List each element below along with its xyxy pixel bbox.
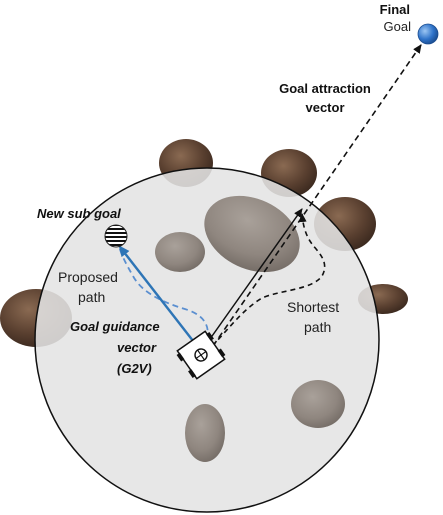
proposed-path-label-line2: path [78,289,105,305]
proposed-path [118,245,209,341]
rock-obstacle [185,404,225,462]
g2v-label-line2: vector [117,340,157,355]
goal-attraction-label-line1: Goal attraction [279,81,371,96]
rock-obstacle [204,195,300,273]
robot-icon [176,330,226,380]
rock-obstacle [155,232,205,272]
shortest-path-label-line1: Shortest [287,299,339,315]
g2v-label-line3: (G2V) [117,361,152,376]
shortest-path-label-line2: path [304,319,331,335]
shortest-path [211,213,326,347]
goal-attraction-vector [212,44,422,347]
direct-line [204,208,303,347]
sub-goal-marker [104,224,128,248]
new-sub-goal-label: New sub goal [37,206,121,221]
goal-guidance-vector [118,245,198,347]
final-goal-label: Final [380,2,410,17]
goal-attraction-label-line2: vector [305,100,344,115]
rock-obstacle [291,380,345,428]
proposed-path-label-line1: Proposed [58,269,118,285]
final-goal-marker [417,23,439,45]
g2v-label-line1: Goal guidance [70,319,160,334]
goal-label: Goal [384,19,412,34]
